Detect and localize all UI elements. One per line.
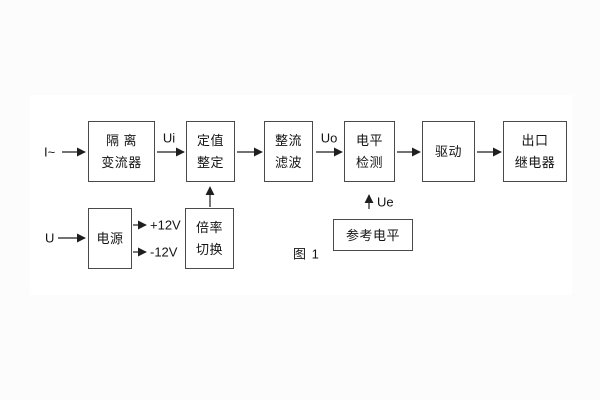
label-signal-ue: Ue bbox=[377, 194, 394, 210]
block-power-supply: 电源 bbox=[88, 208, 132, 269]
label-input-current: I~ bbox=[44, 144, 56, 160]
block-rectifier-filter: 整流 滤波 bbox=[264, 121, 313, 182]
label-signal-uo: Uo bbox=[320, 130, 338, 146]
block-output-relay: 出口 继电器 bbox=[503, 121, 567, 182]
block-label-line: 变流器 bbox=[101, 155, 142, 170]
block-label-line: 电平 bbox=[355, 133, 383, 148]
label-signal-ui: Ui bbox=[162, 130, 176, 146]
block-label-line: 参考电平 bbox=[345, 227, 400, 243]
block-label-line: 电源 bbox=[96, 231, 124, 246]
block-label-line: 定值 bbox=[196, 133, 224, 148]
block-label-line: 整流 bbox=[274, 133, 302, 148]
block-driver: 驱动 bbox=[422, 121, 475, 182]
block-label-line: 滤波 bbox=[274, 155, 302, 170]
block-ratio-switch: 倍率 切换 bbox=[185, 208, 234, 269]
block-isolation-transformer: 隔 离 变流器 bbox=[88, 121, 155, 182]
block-label-line: 切换 bbox=[195, 242, 223, 257]
block-label-line: 隔 离 bbox=[105, 133, 138, 148]
block-label-line: 出口 bbox=[521, 133, 549, 148]
figure-caption: 图 1 bbox=[293, 246, 320, 262]
block-label-line: 检测 bbox=[355, 155, 383, 170]
block-label-line: 驱动 bbox=[434, 144, 462, 159]
label-rail-positive: +12V bbox=[150, 217, 181, 233]
label-input-voltage: U bbox=[45, 230, 55, 246]
block-label-line: 整定 bbox=[196, 155, 224, 170]
block-reference-level: 参考电平 bbox=[333, 219, 413, 251]
block-setpoint-setting: 定值 整定 bbox=[186, 121, 235, 182]
block-label-line: 倍率 bbox=[195, 220, 223, 235]
block-level-detection: 电平 检测 bbox=[344, 121, 395, 182]
block-label-line: 继电器 bbox=[514, 155, 556, 170]
label-rail-negative: -12V bbox=[150, 244, 178, 260]
